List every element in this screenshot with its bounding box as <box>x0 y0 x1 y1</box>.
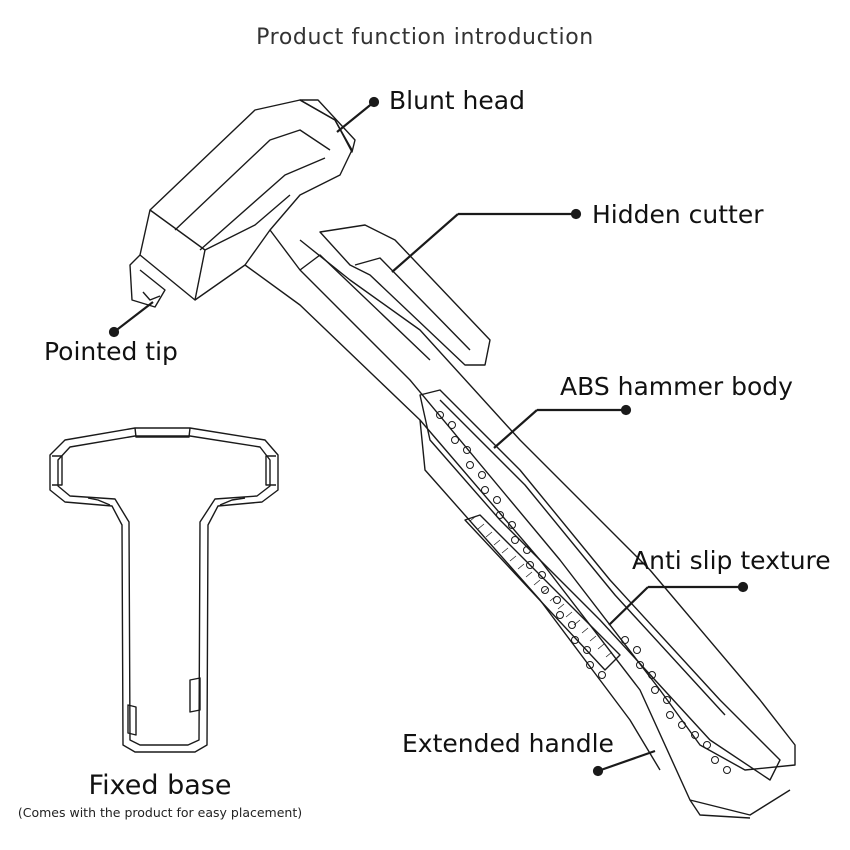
base-note: (Comes with the product for easy placeme… <box>17 805 303 820</box>
callout-blunt-head: Blunt head <box>389 86 525 115</box>
base-title: Fixed base <box>88 770 232 801</box>
callout-dot-hidden-cutter <box>570 208 582 220</box>
callout-dot-anti-slip <box>737 581 749 593</box>
callout-hidden-cutter: Hidden cutter <box>592 200 764 229</box>
serration-texture <box>469 515 613 658</box>
hammer-head <box>139 99 353 301</box>
callout-pointed-tip: Pointed tip <box>44 337 178 366</box>
anti-slip-dots <box>436 411 731 774</box>
callout-anti-slip: Anti slip texture <box>632 546 831 575</box>
page-title: Product function introduction <box>256 25 594 50</box>
grip-panel <box>419 389 781 781</box>
callout-dot-pointed-tip <box>108 326 120 338</box>
callout-dot-blunt-head <box>368 96 380 108</box>
blunt-head-cap <box>299 99 356 153</box>
callout-abs-body: ABS hammer body <box>560 372 793 401</box>
callout-dot-extended-handle <box>592 765 604 777</box>
pointed-tip <box>129 254 166 308</box>
callout-extended-handle: Extended handle <box>402 729 614 758</box>
fixed-base-illustration <box>49 427 279 753</box>
hammer-illustration <box>129 99 796 819</box>
hidden-cutter <box>319 224 491 366</box>
callout-leaders <box>108 96 749 777</box>
callout-dot-abs-body <box>620 404 632 416</box>
